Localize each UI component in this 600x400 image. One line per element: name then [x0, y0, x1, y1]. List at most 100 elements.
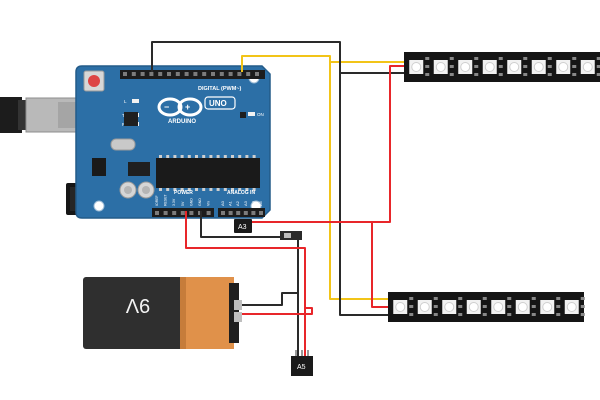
usb-chip — [124, 112, 138, 126]
vcc-wire-board — [185, 211, 292, 249]
rgb-led — [442, 300, 457, 314]
digital-pin[interactable] — [228, 72, 233, 76]
digital-pin[interactable] — [184, 72, 189, 76]
data-wire-bottom-strip — [329, 62, 390, 300]
rgb-led — [466, 300, 481, 314]
digital-pin[interactable] — [123, 72, 127, 76]
analog-pin-label: A2 — [235, 200, 240, 206]
rgb-led — [482, 60, 497, 74]
data-wire-top-strip — [241, 55, 406, 72]
arduino-board: − + ARDUINO UNO DIGITAL (PWM~) L TX RX O… — [75, 65, 271, 219]
power-pin-label: RESET — [164, 193, 168, 206]
analog-pin[interactable] — [243, 211, 248, 215]
digital-pin[interactable] — [140, 72, 145, 76]
vcc-wire-bottom-strip — [371, 222, 390, 308]
voltage-regulator: A5 — [291, 350, 313, 376]
analog-pin-label: A0 — [220, 200, 225, 206]
analog-pin[interactable] — [221, 211, 225, 215]
rgb-led — [531, 60, 546, 74]
rgb-led — [540, 300, 555, 314]
digital-pin[interactable] — [158, 72, 163, 76]
power-pin[interactable] — [206, 211, 211, 215]
power-pin-label: 3.3V — [172, 198, 176, 206]
svg-text:+: + — [185, 102, 190, 112]
gnd-wire-regulator — [286, 236, 299, 358]
rgb-led — [417, 300, 432, 314]
led-strip-top — [404, 52, 600, 82]
digital-pin[interactable] — [246, 72, 251, 76]
svg-text:−: − — [164, 102, 169, 112]
digital-pin[interactable] — [131, 72, 136, 76]
rgb-led — [515, 300, 530, 314]
analog-header — [218, 208, 265, 217]
digital-pin[interactable] — [237, 72, 242, 76]
digital-pin[interactable] — [255, 72, 259, 76]
analog-pin-label: A1 — [228, 200, 233, 206]
icsp-header — [128, 162, 150, 176]
board-regulator — [92, 158, 106, 176]
power-pin-label: GND — [189, 198, 193, 206]
model-text: UNO — [209, 99, 227, 108]
rgb-led — [393, 300, 408, 314]
digital-header — [120, 70, 265, 79]
rgb-led — [491, 300, 506, 314]
digital-pin[interactable] — [167, 72, 171, 76]
rgb-led — [556, 60, 571, 74]
uno-badge: UNO — [204, 96, 236, 110]
power-pin[interactable] — [180, 211, 185, 215]
digital-pin[interactable] — [149, 72, 154, 76]
small-chip — [240, 112, 246, 118]
rgb-led — [433, 60, 448, 74]
gnd-wire-top-strip — [151, 41, 406, 74]
power-pin-label: GND — [198, 198, 202, 206]
analog-pin[interactable] — [236, 211, 241, 215]
pin-tag-text: A3 — [238, 224, 247, 231]
analog-pin-label: A3 — [243, 200, 248, 206]
rgb-led — [564, 300, 579, 314]
rgb-led — [580, 60, 595, 74]
vcc-wire-top-strip — [248, 65, 406, 223]
analog-label: ANALOG IN — [227, 190, 255, 196]
analog-pin[interactable] — [251, 211, 256, 215]
digital-pin[interactable] — [202, 72, 207, 76]
gnd-wire-battery — [240, 292, 298, 306]
power-pin[interactable] — [189, 211, 194, 215]
usb-connector — [0, 97, 89, 133]
digital-pin[interactable] — [175, 72, 180, 76]
vcc-wire-battery — [240, 307, 313, 315]
rgb-led — [507, 60, 522, 74]
crystal — [110, 138, 136, 151]
atmega-chip — [156, 155, 260, 191]
battery-9v: 9V — [83, 277, 242, 349]
pin-tag-a3: A3 — [234, 219, 252, 233]
gnd-wire-board — [200, 211, 286, 238]
vcc-wire-regulator — [292, 247, 306, 358]
gnd-wire-bottom-strip — [339, 73, 390, 316]
digital-pin[interactable] — [219, 72, 224, 76]
power-pin-label: IOREF — [155, 195, 159, 206]
digital-pin[interactable] — [193, 72, 198, 76]
rgb-led — [409, 60, 424, 74]
digital-header-label: DIGITAL (PWM~) — [198, 86, 242, 92]
analog-pin[interactable] — [228, 211, 233, 215]
led-label-l: L — [124, 99, 127, 104]
digital-pin[interactable] — [211, 72, 215, 76]
analog-pin[interactable] — [259, 211, 263, 215]
power-pin[interactable] — [155, 211, 159, 215]
power-pin[interactable] — [163, 211, 168, 215]
power-pin-label: Vin — [207, 201, 211, 206]
led-strip-bottom — [388, 292, 585, 322]
brand-text: ARDUINO — [168, 119, 196, 125]
rgb-led — [458, 60, 473, 74]
analog-pin-label: A5 — [258, 200, 263, 206]
reset-button[interactable] — [83, 70, 105, 92]
regulator-label: A5 — [297, 364, 306, 371]
battery-label: 9V — [125, 294, 150, 316]
power-pin[interactable] — [172, 211, 177, 215]
analog-pin-label: A4 — [250, 200, 255, 206]
slide-switch[interactable] — [280, 231, 302, 240]
power-pin-label: 5V — [181, 201, 185, 206]
led-label-on: ON — [257, 112, 264, 117]
arduino-logo: − + ARDUINO — [157, 97, 203, 125]
